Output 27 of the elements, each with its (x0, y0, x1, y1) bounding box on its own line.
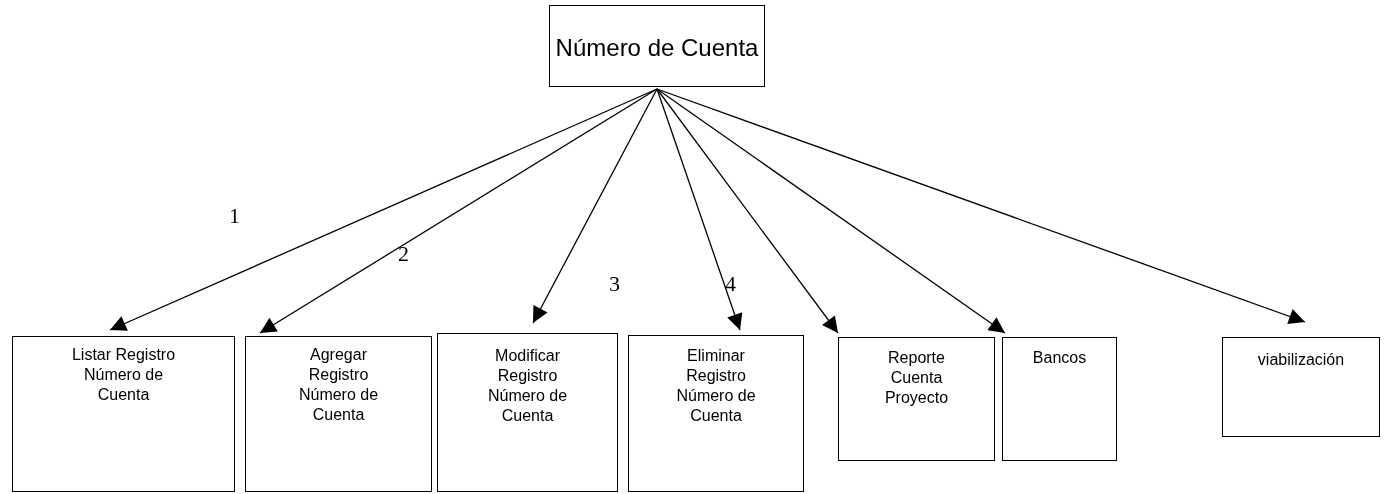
box-label: Modificar Registro Número de Cuenta (486, 346, 569, 426)
process-box (1002, 337, 1117, 461)
box-label: Bancos (1032, 348, 1087, 368)
box-label: viabilización (1257, 350, 1345, 370)
process-box (245, 336, 432, 492)
edge-label: 4 (725, 272, 736, 296)
edge-label: 3 (609, 272, 620, 296)
arrow (656, 88, 1306, 325)
edge-label: 2 (398, 242, 409, 266)
arrow (259, 88, 658, 334)
arrow (656, 88, 1006, 334)
box-label: Eliminar Registro Número de Cuenta (675, 346, 757, 426)
process-box (437, 333, 618, 492)
process-box (838, 337, 995, 461)
arrow (532, 88, 658, 324)
root-box (549, 5, 765, 87)
box-label: Número de Cuenta (555, 33, 759, 63)
process-box (628, 335, 804, 492)
process-box (12, 336, 235, 492)
box-label: Listar Registro Número de Cuenta (70, 345, 177, 405)
process-box (1222, 337, 1380, 437)
box-label: Reporte Cuenta Proyecto (883, 348, 950, 408)
arrow (109, 88, 658, 331)
arrow (656, 88, 743, 331)
edge-label: 1 (229, 204, 240, 228)
arrow (656, 88, 839, 334)
box-label: Agregar Registro Número de Cuenta (297, 345, 380, 425)
